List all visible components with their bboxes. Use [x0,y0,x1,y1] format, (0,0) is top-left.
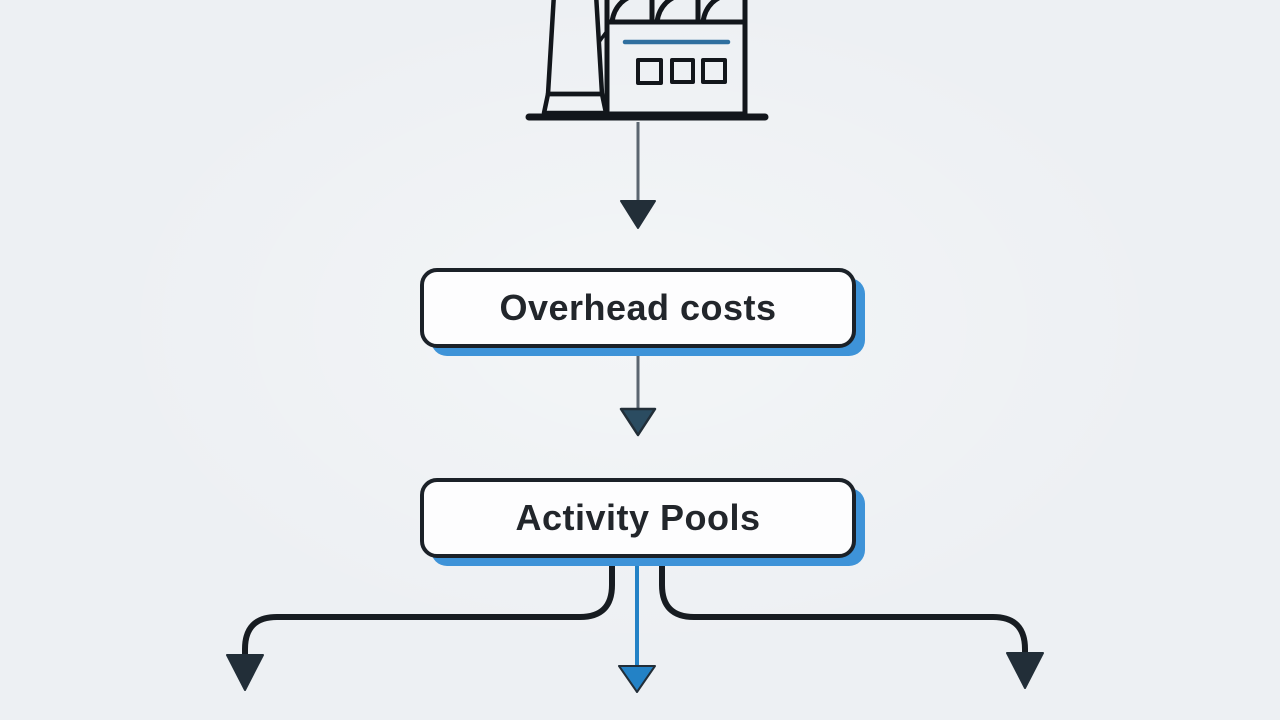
arrowhead-down-icon [619,407,657,437]
node-activity-pools: Activity Pools [420,478,856,558]
edge-overhead-to-pools [619,353,657,437]
edge-pools-branch-right [659,557,1044,689]
node-activity-pools-label: Activity Pools [515,497,761,538]
factory-icon [525,0,769,121]
factory-chimney [545,0,605,97]
edge-factory-to-overhead [620,122,656,229]
factory-windows [636,58,727,85]
arrowhead-down-icon [618,665,656,693]
node-overhead-costs: Overhead costs [420,268,856,348]
arrowhead-down-icon [226,654,264,691]
arrowhead-down-icon [620,200,656,229]
node-overhead-costs-label: Overhead costs [499,287,777,328]
edge-pools-branch-center [618,555,656,693]
factory-chimney-base [541,91,609,116]
factory-roof [604,0,748,25]
arrowhead-down-icon [1006,652,1044,689]
edge-pools-branch-left [226,557,615,691]
